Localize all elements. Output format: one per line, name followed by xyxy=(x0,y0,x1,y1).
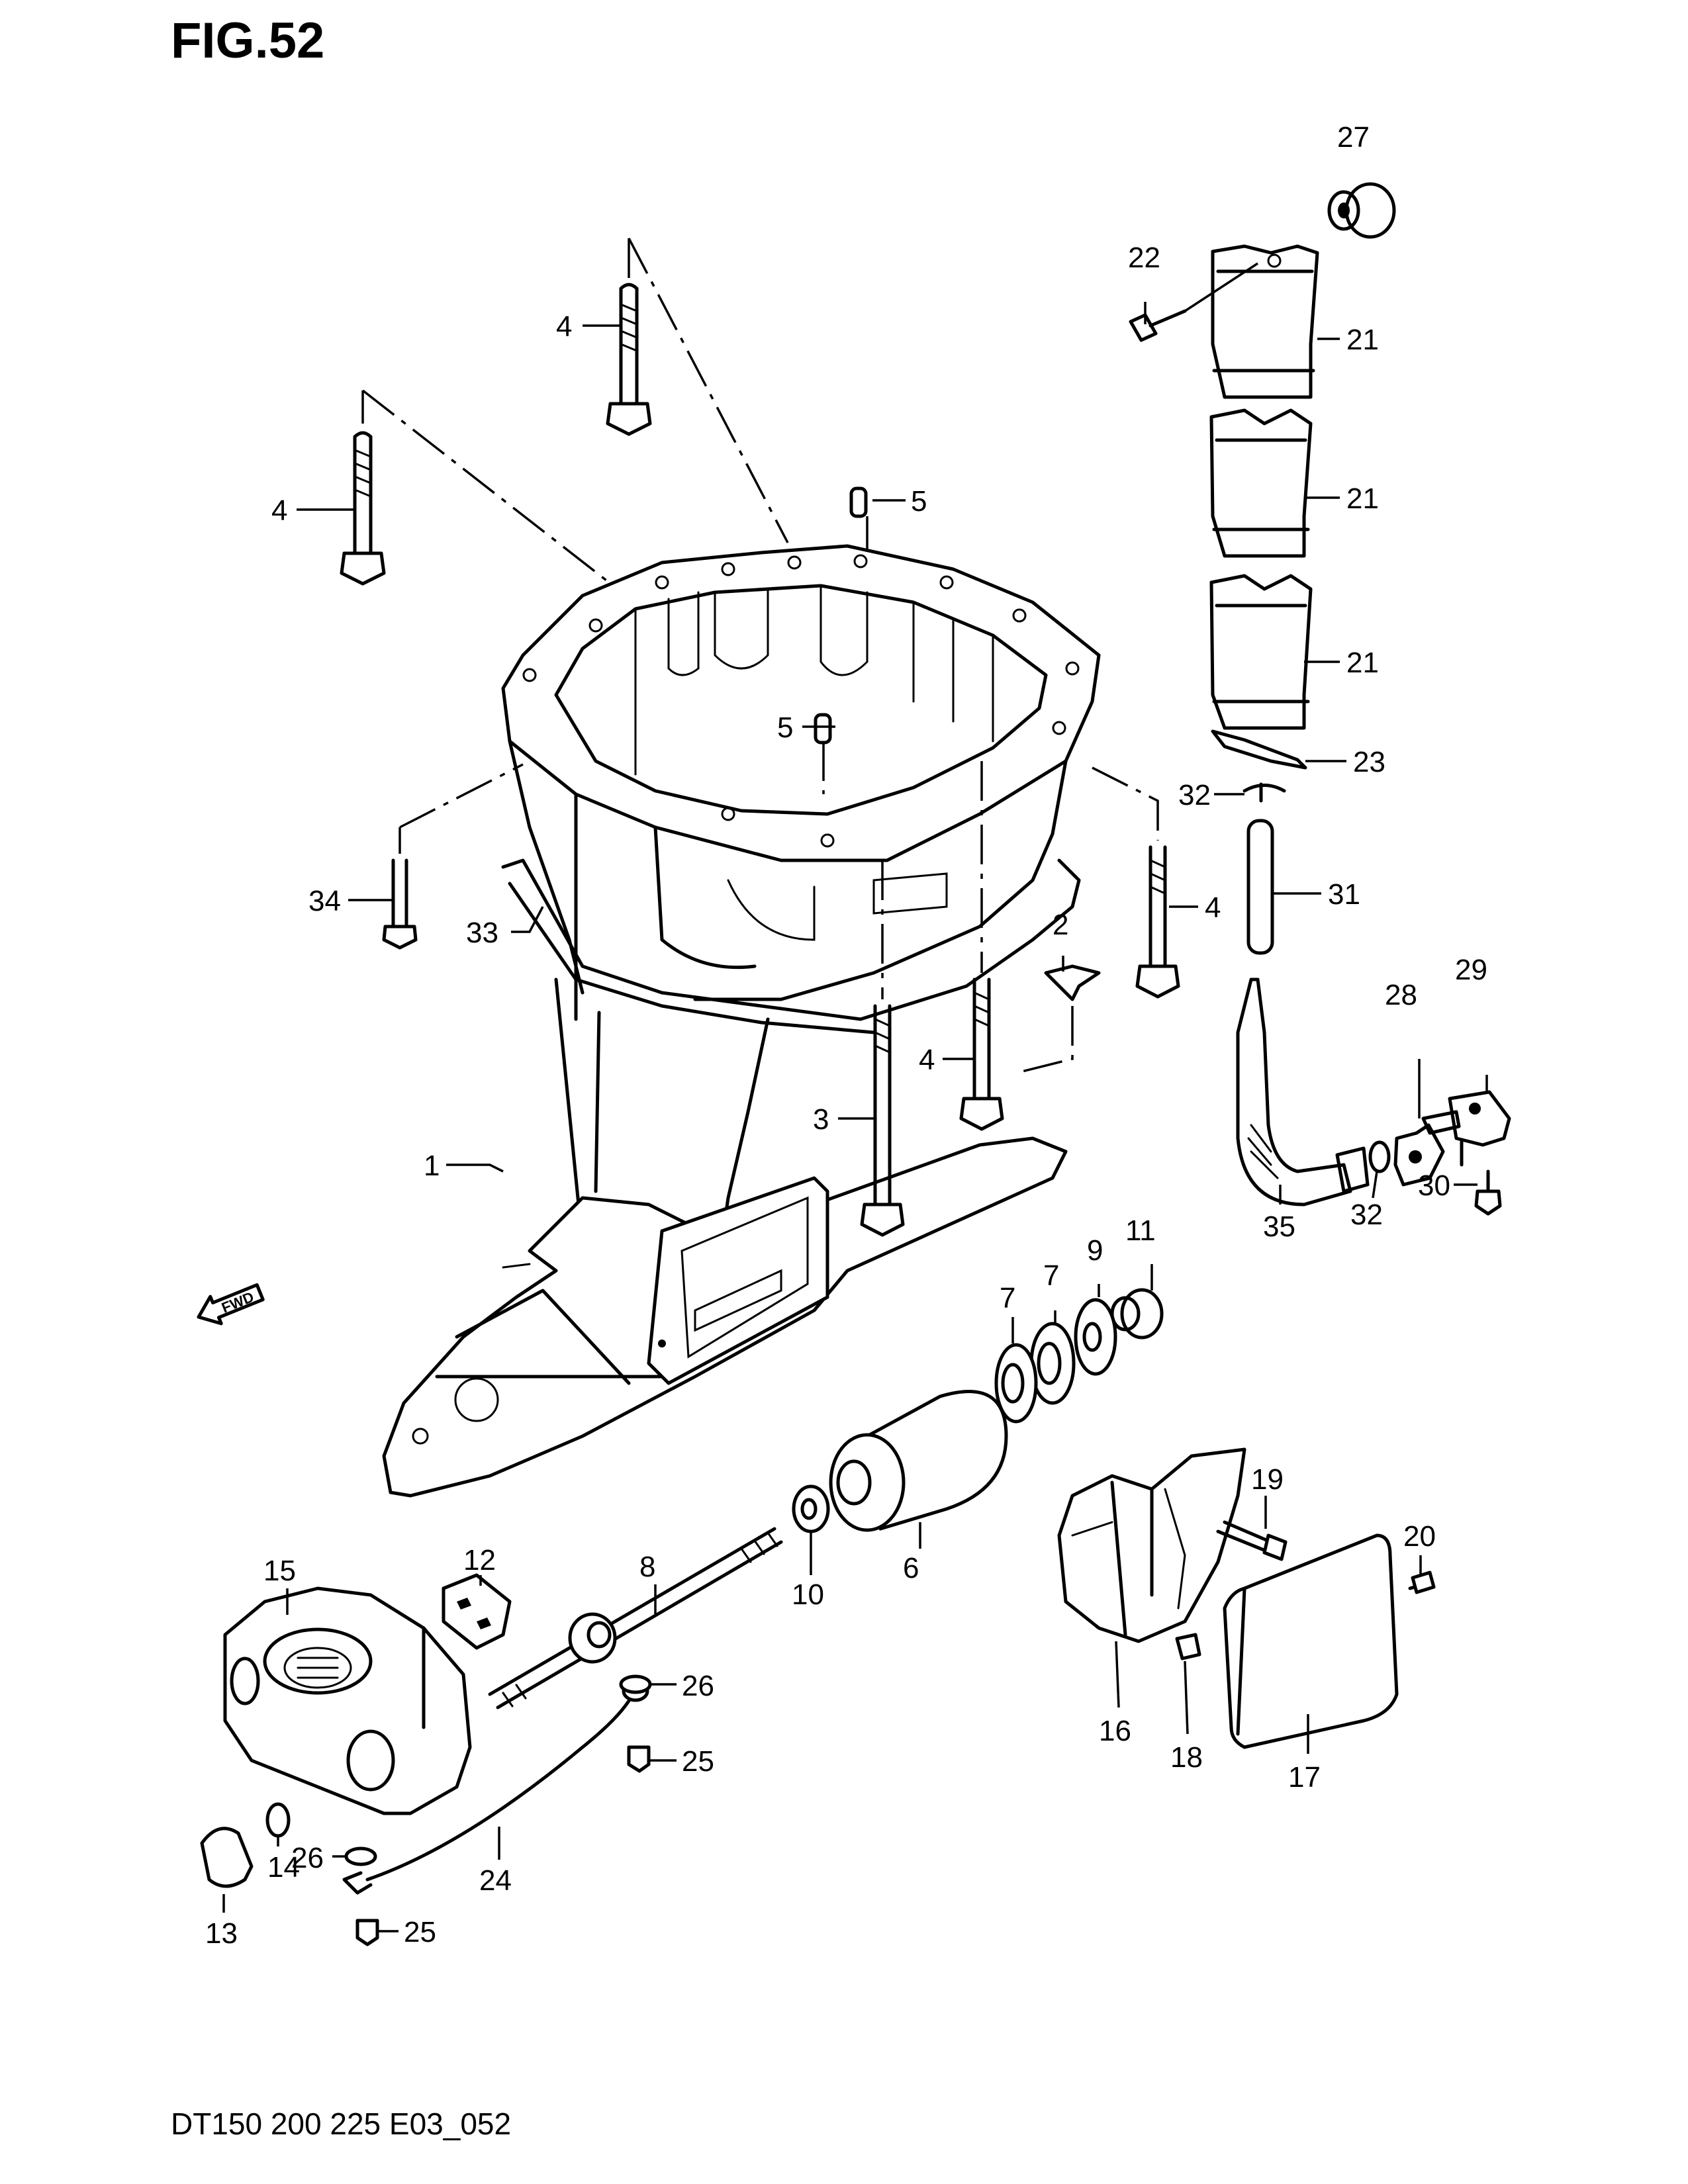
clip-18[interactable] xyxy=(1175,1633,1201,1661)
washer-7-outer[interactable] xyxy=(1029,1322,1076,1405)
callout-4-right: 4 xyxy=(1205,891,1221,924)
callout-29: 29 xyxy=(1455,954,1487,986)
callout-19: 19 xyxy=(1251,1463,1284,1496)
callout-25-upper: 25 xyxy=(682,1745,714,1778)
callout-labels: 27 22 21 21 21 23 32 31 29 28 30 32 35 4… xyxy=(205,121,1487,1950)
mount-housing-15[interactable] xyxy=(223,1586,472,1815)
water-pipe-29[interactable] xyxy=(1421,1090,1511,1167)
mount-bracket-16[interactable] xyxy=(1057,1447,1246,1643)
washer-14[interactable] xyxy=(265,1802,291,1838)
bolt-34[interactable] xyxy=(382,858,418,950)
stud-8[interactable] xyxy=(488,1527,783,1709)
callout-11: 11 xyxy=(1125,1214,1156,1247)
callout-15: 15 xyxy=(263,1555,296,1587)
driveshaft-housing[interactable] xyxy=(382,544,1101,1498)
callout-7-inner: 7 xyxy=(1000,1282,1015,1314)
bolt-4-upper[interactable] xyxy=(606,283,652,436)
callout-1: 1 xyxy=(424,1150,440,1182)
callout-17: 17 xyxy=(1288,1761,1321,1794)
o-ring-32-upper[interactable] xyxy=(1243,782,1286,803)
grommet-28[interactable] xyxy=(1393,1123,1445,1187)
callout-21-top: 21 xyxy=(1346,324,1379,356)
gasket-23[interactable] xyxy=(1211,729,1307,770)
callout-12: 12 xyxy=(463,1544,496,1576)
bolt-4-left[interactable] xyxy=(340,431,386,586)
callout-21-bottom: 21 xyxy=(1346,647,1379,679)
callout-18: 18 xyxy=(1170,1741,1203,1774)
leader-lines xyxy=(222,262,1488,1933)
grommet-27[interactable] xyxy=(1327,182,1396,239)
callout-24: 24 xyxy=(479,1864,512,1897)
callout-5-upper: 5 xyxy=(911,485,927,518)
bolt-4-lower[interactable] xyxy=(959,978,1004,1131)
callout-5-lower: 5 xyxy=(777,711,793,744)
callout-9: 9 xyxy=(1087,1234,1103,1267)
callout-2: 2 xyxy=(1053,909,1068,941)
rubber-mount-6[interactable] xyxy=(829,1390,1008,1532)
washer-26-upper[interactable] xyxy=(619,1674,652,1694)
assembly-lines xyxy=(361,238,1159,1073)
callout-4-upper: 4 xyxy=(556,310,572,343)
callout-6: 6 xyxy=(903,1552,919,1584)
water-tube-35[interactable] xyxy=(1236,978,1370,1206)
water-tube-31[interactable] xyxy=(1246,819,1274,955)
callout-33: 33 xyxy=(466,917,498,949)
callout-23: 23 xyxy=(1353,746,1385,778)
screw-22[interactable] xyxy=(1129,309,1187,342)
callout-25-lower: 25 xyxy=(404,1916,436,1948)
bolt-25-upper[interactable] xyxy=(627,1745,651,1773)
forward-arrow-icon: FWD xyxy=(197,1283,265,1326)
o-ring-32-lower[interactable] xyxy=(1368,1140,1391,1173)
washer-26-lower[interactable] xyxy=(344,1846,377,1866)
callout-4-lower: 4 xyxy=(919,1044,935,1076)
callout-26-lower: 26 xyxy=(291,1842,324,1874)
washer-10[interactable] xyxy=(792,1484,830,1533)
seal-21-top[interactable] xyxy=(1211,244,1319,399)
callout-20: 20 xyxy=(1403,1520,1436,1553)
washer-7-inner[interactable] xyxy=(994,1343,1038,1424)
callout-21-middle: 21 xyxy=(1346,482,1379,515)
callout-3: 3 xyxy=(813,1103,829,1136)
bolt-19[interactable] xyxy=(1216,1520,1288,1561)
callout-16: 16 xyxy=(1099,1715,1131,1747)
callout-28: 28 xyxy=(1385,979,1417,1011)
washer-9[interactable] xyxy=(1074,1298,1117,1376)
figure-title: FIG.52 xyxy=(171,13,325,69)
washer-11[interactable] xyxy=(1110,1288,1164,1340)
callout-32-lower: 32 xyxy=(1350,1199,1383,1231)
bolt-30[interactable] xyxy=(1474,1169,1502,1216)
bolt-20[interactable] xyxy=(1408,1570,1436,1594)
callout-22: 22 xyxy=(1128,242,1160,274)
mount-cover-12[interactable] xyxy=(442,1573,512,1650)
dowel-pin-5-upper[interactable] xyxy=(849,486,868,518)
callout-8: 8 xyxy=(639,1551,655,1583)
callout-7-outer: 7 xyxy=(1043,1259,1059,1292)
stud-3[interactable] xyxy=(860,1004,905,1237)
callout-32-upper: 32 xyxy=(1178,779,1211,811)
bolt-25-lower[interactable] xyxy=(355,1919,379,1946)
seal-21-middle[interactable] xyxy=(1209,408,1313,558)
callout-26-upper: 26 xyxy=(682,1670,714,1702)
callout-10: 10 xyxy=(792,1578,824,1611)
callout-35: 35 xyxy=(1263,1210,1295,1243)
dowel-pin-5-lower[interactable] xyxy=(814,713,832,745)
callout-34: 34 xyxy=(308,885,341,917)
callout-27: 27 xyxy=(1337,121,1370,154)
cap-13[interactable] xyxy=(200,1827,254,1888)
mount-cover-17[interactable] xyxy=(1223,1533,1399,1749)
drawing-code: DT150 200 225 E03_052 xyxy=(171,2107,512,2141)
clip-2[interactable] xyxy=(1044,964,1101,1001)
callout-31: 31 xyxy=(1328,878,1360,911)
seal-21-bottom[interactable] xyxy=(1209,574,1313,730)
callout-4-left: 4 xyxy=(271,494,287,527)
callout-30: 30 xyxy=(1418,1169,1450,1202)
callout-14: 14 xyxy=(267,1851,300,1884)
callout-13: 13 xyxy=(205,1917,238,1950)
bolt-4-right[interactable] xyxy=(1135,845,1180,999)
